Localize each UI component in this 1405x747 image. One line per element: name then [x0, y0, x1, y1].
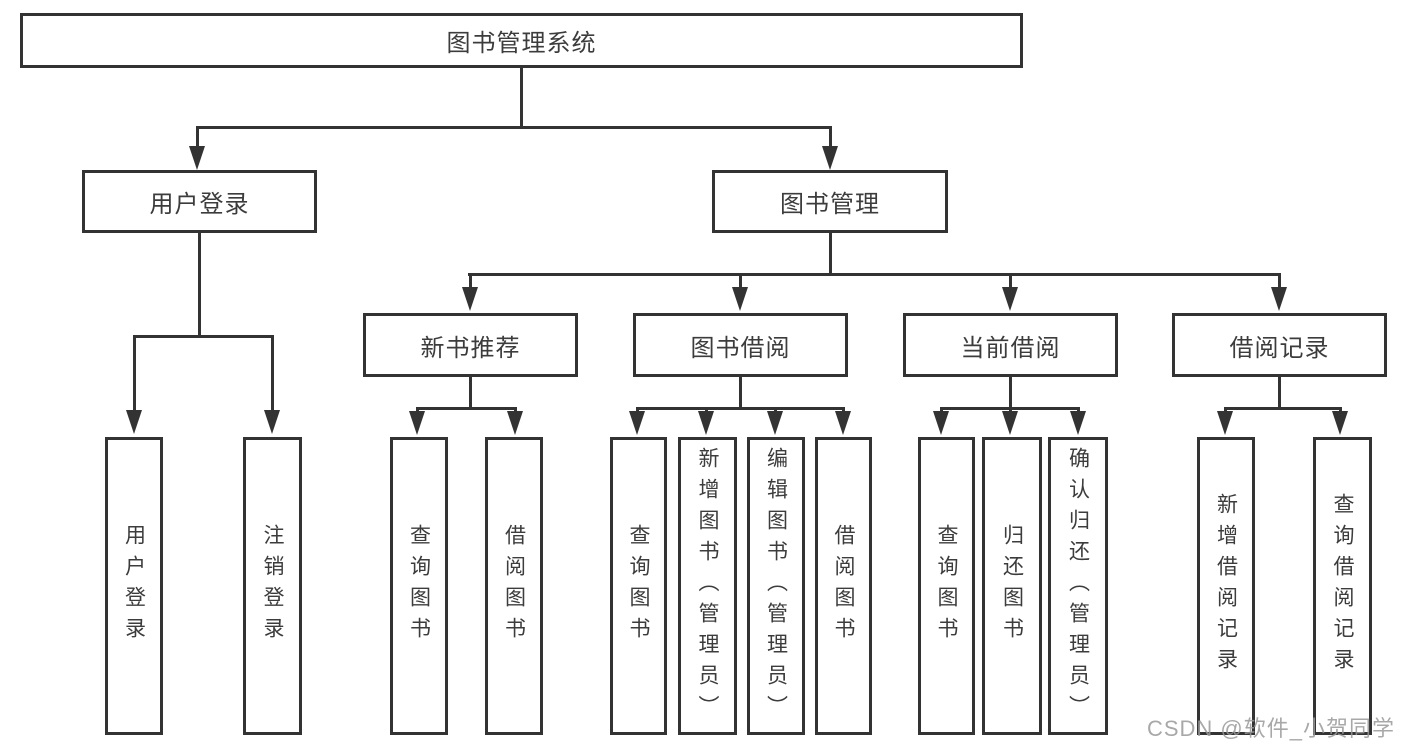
connector-line: [468, 273, 472, 291]
watermark: CSDN @软件_小贺同学: [1146, 716, 1395, 741]
connector-arrow-down-icon: [1002, 411, 1018, 435]
connector-arrow-down-icon: [629, 411, 645, 435]
connector-line: [1224, 407, 1341, 410]
node-query-books-recommend: 查询图书: [390, 437, 448, 735]
node-borrow-books-borrow: 借阅图书: [815, 437, 872, 735]
node-logout: 注销登录: [243, 437, 302, 735]
node-root-system: 图书管理系统: [20, 13, 1023, 68]
connector-arrow-down-icon: [1271, 287, 1287, 311]
connector-line: [133, 335, 274, 338]
node-label: 借阅图书: [832, 524, 855, 648]
node-label: 新增借阅记录: [1214, 493, 1238, 679]
node-label: 借阅图书: [502, 524, 526, 648]
connector-arrow-down-icon: [933, 411, 949, 435]
node-add-books-admin: 新增图书（管理员）: [678, 437, 737, 735]
connector-arrow-down-icon: [507, 411, 523, 435]
connector-line: [1008, 273, 1012, 291]
connector-arrow-down-icon: [835, 411, 851, 435]
connector-arrow-down-icon: [409, 411, 425, 435]
node-label: 图书借阅: [690, 334, 791, 362]
connector-arrow-down-icon: [1332, 411, 1348, 435]
node-query-books-borrow: 查询图书: [610, 437, 667, 735]
connector-line: [738, 377, 742, 410]
node-borrow-books-recommend: 借阅图书: [485, 437, 543, 735]
connector-arrow-down-icon: [126, 410, 142, 434]
node-query-borrow-record: 查询借阅记录: [1313, 437, 1372, 735]
node-current-borrowing: 当前借阅: [903, 313, 1118, 377]
node-confirm-return-admin: 确认归还（管理员）: [1048, 437, 1108, 735]
node-label: 查询借阅记录: [1331, 493, 1354, 679]
connector-line: [416, 407, 517, 410]
connector-line: [195, 126, 199, 150]
connector-arrow-down-icon: [189, 146, 205, 170]
connector-arrow-down-icon: [462, 287, 478, 311]
node-label: 查询图书: [627, 524, 650, 648]
connector-line: [1277, 377, 1281, 410]
connector-arrow-down-icon: [1217, 411, 1233, 435]
connector-line: [196, 126, 832, 129]
node-label: 用户登录: [122, 524, 146, 648]
node-label: 用户登录: [149, 191, 250, 218]
node-label: 借阅记录: [1229, 334, 1330, 362]
connector-line: [738, 273, 742, 291]
node-label: 注销登录: [261, 524, 284, 648]
connector-arrow-down-icon: [732, 287, 748, 311]
node-book-borrowing: 图书借阅: [633, 313, 848, 377]
connector-line: [468, 273, 1281, 276]
node-label: 图书管理: [780, 191, 880, 218]
connector-line: [132, 335, 136, 414]
node-user-login: 用户登录: [82, 170, 317, 233]
node-label: 图书管理系统: [446, 30, 597, 57]
connector-arrow-down-icon: [767, 411, 783, 435]
connector-line: [636, 407, 844, 410]
connector-line: [1277, 273, 1281, 291]
connector-arrow-down-icon: [1070, 411, 1086, 435]
node-query-books-current: 查询图书: [918, 437, 975, 735]
node-label: 查询图书: [407, 524, 431, 648]
connector-line: [270, 335, 274, 414]
connector-line: [828, 126, 832, 150]
node-user-login-leaf: 用户登录: [105, 437, 163, 735]
connector-line: [828, 233, 832, 276]
node-return-books: 归还图书: [982, 437, 1042, 735]
connector-arrow-down-icon: [822, 146, 838, 170]
node-label: 当前借阅: [960, 334, 1061, 362]
connector-arrow-down-icon: [698, 411, 714, 435]
node-new-book-recommend: 新书推荐: [363, 313, 578, 377]
connector-line: [1008, 377, 1012, 410]
node-label: 编辑图书（管理员）: [764, 446, 788, 726]
connector-line: [468, 377, 472, 410]
node-book-management: 图书管理: [712, 170, 948, 233]
connector-arrow-down-icon: [1002, 287, 1018, 311]
node-label: 新增图书（管理员）: [696, 446, 719, 726]
node-borrowing-records: 借阅记录: [1172, 313, 1387, 377]
connector-line: [197, 233, 201, 338]
node-add-borrow-record: 新增借阅记录: [1197, 437, 1255, 735]
node-label: 新书推荐: [420, 334, 521, 362]
node-label: 查询图书: [935, 524, 958, 648]
node-label: 归还图书: [1000, 524, 1024, 648]
connector-arrow-down-icon: [264, 410, 280, 434]
connector-line: [519, 68, 523, 129]
node-edit-books-admin: 编辑图书（管理员）: [747, 437, 805, 735]
node-label: 确认归还（管理员）: [1066, 446, 1090, 726]
